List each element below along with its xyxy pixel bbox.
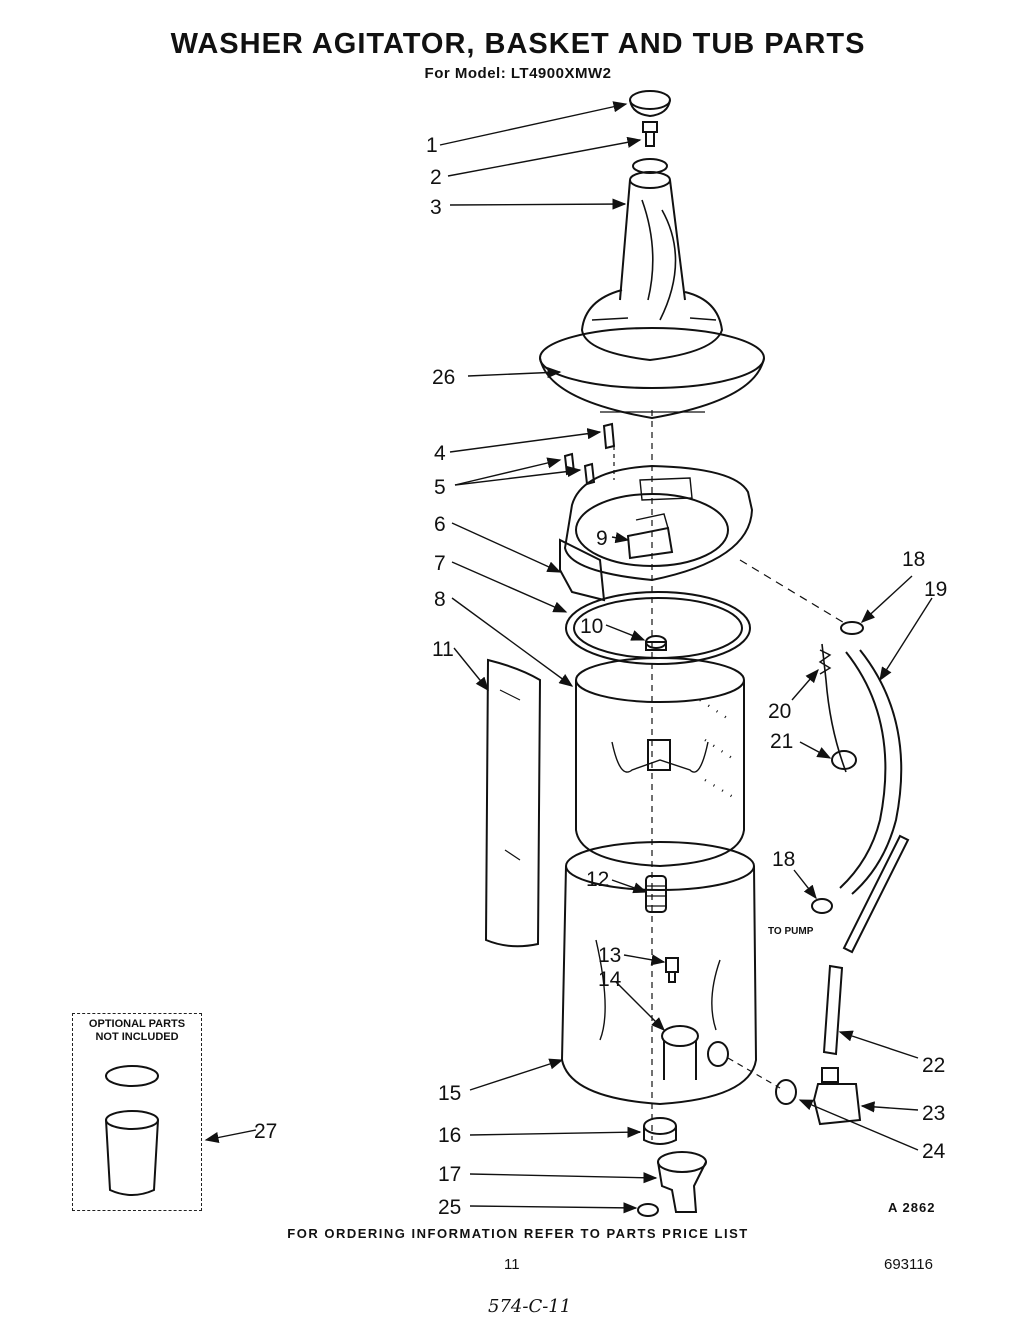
callout-21: 21 [770,730,793,753]
optional-parts-label: OPTIONAL PARTS NOT INCLUDED [73,1018,201,1044]
part-21-fitting [831,750,857,770]
page-number: 11 [504,1256,520,1273]
part-18-clamp-upper [739,559,864,635]
part-8-basket [575,657,745,868]
part-2-bolt [642,121,658,147]
callout-25: 25 [438,1196,461,1219]
drawing-code: A 2862 [888,1200,936,1215]
callout-1: 1 [426,134,438,157]
callout-16: 16 [438,1124,461,1147]
callout-9: 9 [596,527,608,550]
callout-11: 11 [432,638,454,661]
callout-12: 12 [586,868,609,891]
callout-6: 6 [434,513,446,536]
part-23-pump-part [812,1067,862,1126]
callout-3: 3 [430,196,442,219]
page-title: WASHER AGITATOR, BASKET AND TUB PARTS [170,28,866,60]
part-16-bearing [643,1117,677,1145]
callout-numbers: 1 2 3 26 4 5 6 7 8 9 10 11 12 13 14 15 1… [254,134,947,1219]
part-14-seal [661,1025,699,1080]
part-19-hose [839,649,903,895]
part-15-outer-tub [560,841,758,1106]
optional-label-line-2: NOT INCLUDED [95,1031,179,1043]
callout-24: 24 [922,1140,946,1163]
callout-20: 20 [768,700,791,723]
part-10-nut [645,635,667,651]
callout-23: 23 [922,1102,945,1125]
callout-5: 5 [434,476,446,499]
part-26-agitator-skirt [539,327,765,420]
document-number: 693116 [884,1256,933,1273]
to-pump-label: TO PUMP [768,926,814,937]
callout-13: 13 [598,944,621,967]
callout-10: 10 [580,615,603,638]
part-18-clamp-lower [811,898,833,914]
part-27-optional-parts [105,1065,159,1196]
callout-27: 27 [254,1120,277,1143]
callout-7: 7 [434,552,446,575]
part-6-tub-ring [559,464,754,602]
part-drain-hose-segment [842,834,910,954]
part-13-bolt [665,957,679,983]
part-20-spring [818,643,847,773]
part-11-bag [484,658,542,948]
callout-18-upper: 18 [902,548,925,571]
part-25-clamp [637,1203,659,1217]
part-5-clips [563,452,596,486]
handwritten-note: 574-C-11 [488,1296,572,1317]
optional-parts-box: OPTIONAL PARTS NOT INCLUDED [72,1013,202,1211]
callout-15: 15 [438,1082,461,1105]
callout-22: 22 [922,1054,945,1077]
callout-4: 4 [434,442,446,465]
part-9-filter [626,513,674,560]
callout-2: 2 [430,166,442,189]
callout-8: 8 [434,588,446,611]
ordering-info: FOR ORDERING INFORMATION REFER TO PARTS … [287,1226,749,1241]
part-24-seal [707,1041,797,1105]
part-22-hose [822,964,844,1056]
leader-lines [204,101,933,1214]
part-17-drain-fitting [657,1151,707,1213]
callout-18-lower: 18 [772,848,795,871]
part-1-agitator-cap [629,90,671,118]
part-3-agitator [580,158,724,362]
part-4-clip [602,422,616,480]
part-12-spring [645,875,667,913]
callout-14: 14 [598,968,622,991]
callout-26: 26 [432,366,455,389]
callout-17: 17 [438,1163,461,1186]
optional-label-line-1: OPTIONAL PARTS [88,1018,186,1030]
callout-19: 19 [924,578,947,601]
model-subtitle: For Model: LT4900XMW2 [424,65,612,82]
